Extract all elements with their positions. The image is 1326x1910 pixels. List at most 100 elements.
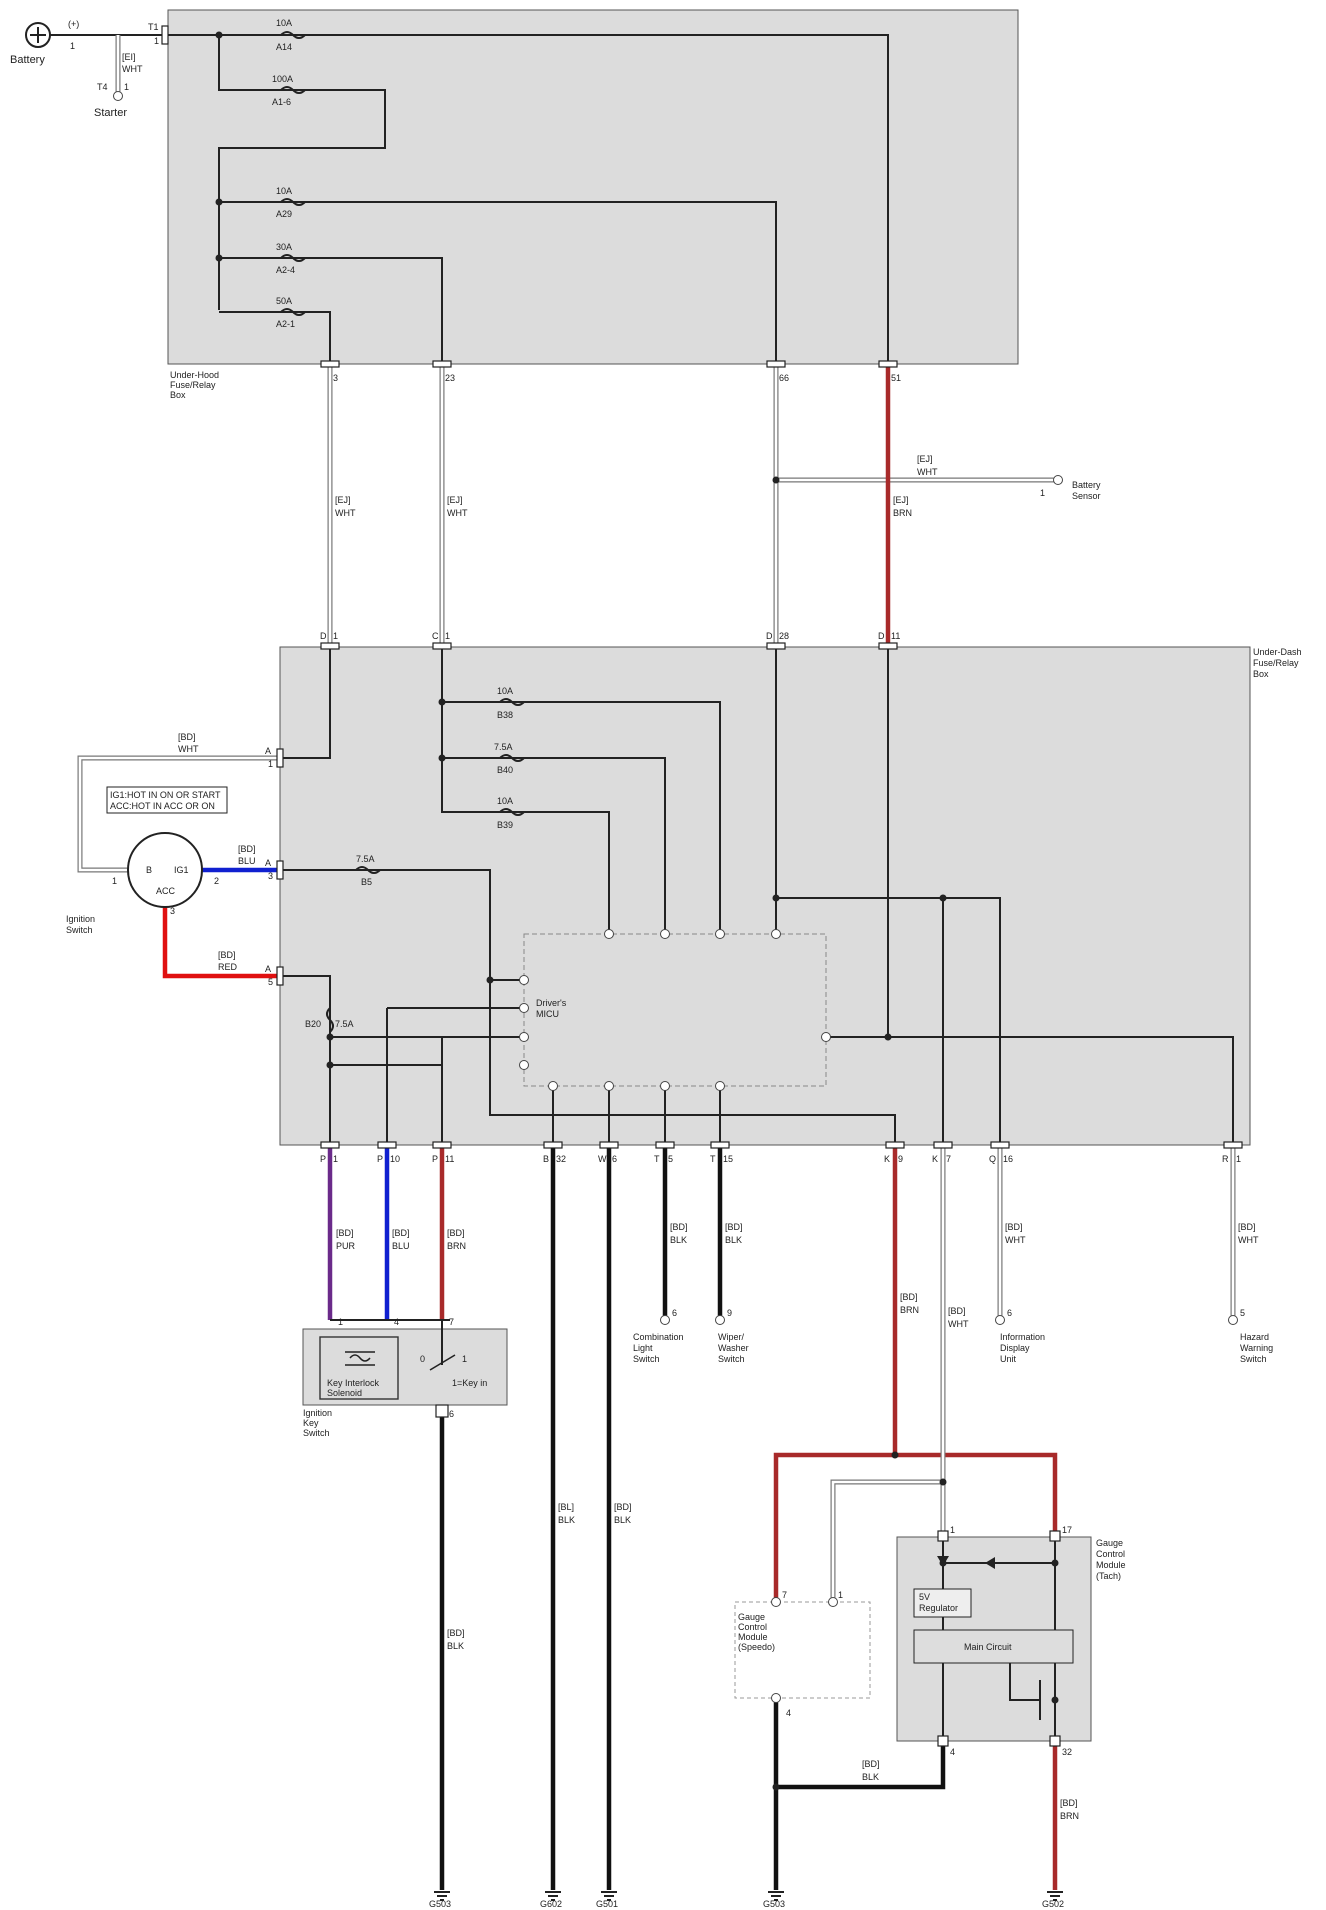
pin-3: 3: [333, 373, 338, 383]
gt-pin17: 17: [1062, 1525, 1072, 1535]
uh-a29: [219, 201, 777, 364]
wire-d11-label-1: [EJ]: [893, 495, 909, 505]
ign-b: B: [146, 865, 152, 875]
k9-wire-2: BRN: [900, 1305, 919, 1315]
uh-a16: [218, 35, 386, 310]
b32-letter: B: [543, 1154, 549, 1164]
ud-b5: [280, 869, 896, 1145]
g503-wire-2: BLK: [447, 1641, 464, 1651]
solenoid-label-1: Key Interlock: [327, 1378, 380, 1388]
batt-pin: 1: [70, 41, 75, 51]
connectors: [161, 25, 1243, 1747]
bs-pin: 1: [1040, 488, 1045, 498]
ud-d1: [280, 647, 331, 759]
fuse-a14-amp: 10A: [276, 18, 292, 28]
blu2-wire-1: [BD]: [392, 1228, 410, 1238]
comb-label-3: Switch: [633, 1354, 660, 1364]
ign-label-2: Switch: [66, 925, 93, 935]
regulator-2: Regulator: [919, 1603, 958, 1613]
fuse-b40-id: B40: [497, 765, 513, 775]
comb-wire-1: [BD]: [670, 1222, 688, 1232]
fuse-a21-icon: [280, 308, 306, 316]
brn-p11-wire-2: BRN: [447, 1241, 466, 1251]
battery-label: Battery: [10, 54, 45, 66]
ks-pin7: 7: [449, 1317, 454, 1327]
comb-wire-2: BLK: [670, 1235, 687, 1245]
a5-num: 5: [268, 977, 273, 987]
ud-b38: [442, 701, 721, 934]
fuse-a29-icon: [280, 198, 306, 206]
ign-pin3: 3: [170, 906, 175, 916]
gt-pin1: 1: [950, 1525, 955, 1535]
micu-label-2: MICU: [536, 1009, 559, 1019]
ud-micu-out: [552, 1086, 721, 1145]
fuse-b5-amp: 7.5A: [356, 854, 375, 864]
a1-wire-1: [BD]: [178, 732, 196, 742]
t15-letter: T: [710, 1154, 716, 1164]
pur-wire-1: [BD]: [336, 1228, 354, 1238]
key-in-label: 1=Key in: [452, 1378, 487, 1388]
g502-wire-2: BRN: [1060, 1811, 1079, 1821]
wire-gcm-gnd: [773, 1698, 946, 1890]
underhood-label-2: Fuse/Relay: [170, 380, 216, 390]
hazard-label-3: Switch: [1240, 1354, 1267, 1364]
fuse-b39-id: B39: [497, 820, 513, 830]
p11-num: 11: [445, 1154, 454, 1164]
g503-wire-1: [BD]: [447, 1628, 465, 1638]
fuse-a14-id: A14: [276, 42, 292, 52]
ground-2: G602: [540, 1899, 562, 1909]
wiper-label-3: Switch: [718, 1354, 745, 1364]
k9-wire-1: [BD]: [900, 1292, 918, 1302]
ign-red: [162, 905, 280, 979]
underhood-label-1: Under-Hood: [170, 370, 219, 380]
pin-51: 51: [891, 373, 901, 383]
fuse-b39-icon: [499, 808, 525, 816]
fuse-b5-id: B5: [361, 877, 372, 887]
k7-wire-2: WHT: [948, 1319, 969, 1329]
gcm-speedo-1: Gauge: [738, 1612, 765, 1622]
info-label-2: Display: [1000, 1343, 1030, 1353]
wiper-wire-2: BLK: [725, 1235, 742, 1245]
junction-dots: [215, 31, 1059, 1791]
k9-letter: K: [884, 1154, 890, 1164]
fuse-b20-id: B20: [305, 1019, 321, 1029]
ud-b40: [442, 757, 666, 934]
fuse-b20-amp: 7.5A: [335, 1019, 354, 1029]
underdash-label-1: Under-Dash: [1253, 647, 1302, 657]
ground-3: G501: [596, 1899, 618, 1909]
fuse-a24-id: A2-4: [276, 265, 295, 275]
ign-pin1: 1: [112, 876, 117, 886]
ks-pin0: 0: [420, 1354, 425, 1364]
gcm-tach-2: Control: [1096, 1549, 1125, 1559]
hazard-label-1: Hazard: [1240, 1332, 1269, 1342]
underdash-label-3: Box: [1253, 669, 1269, 679]
key-solenoid-box: [319, 1336, 399, 1400]
micu-label-1: Driver's: [536, 998, 567, 1008]
fuse-a21-amp: 50A: [276, 296, 292, 306]
comb-label-2: Light: [633, 1343, 653, 1353]
ud-d28: [775, 647, 1001, 1145]
k7-num: 7: [946, 1154, 951, 1164]
battery-plus: [30, 27, 46, 43]
fuse-a14-icon: [280, 31, 306, 39]
fuse-b20-icon: [326, 1007, 334, 1033]
fuse-b38-icon: [499, 698, 525, 706]
wire-bs-label-1: [EJ]: [917, 454, 933, 464]
ud-d11: [826, 647, 1234, 1145]
wire-c1-label-2: WHT: [447, 508, 468, 518]
pur-wire-2: PUR: [336, 1241, 356, 1251]
k7-letter: K: [932, 1154, 938, 1164]
pin-23: 23: [445, 373, 455, 383]
wire-d28-a: [773, 364, 1058, 647]
gt-pin4: 4: [950, 1747, 955, 1757]
gcm-tach-3: Module: [1096, 1560, 1126, 1570]
r1-letter: R: [1222, 1154, 1229, 1164]
ks-label-1: Ignition: [303, 1408, 332, 1418]
battery-pol: (+): [68, 19, 79, 29]
t15-num: 15: [723, 1154, 733, 1164]
info-label-1: Information: [1000, 1332, 1045, 1342]
g501-wire-2: BLK: [614, 1515, 631, 1525]
ign-ig1: IG1: [174, 865, 189, 875]
b32-num: 32: [556, 1154, 566, 1164]
